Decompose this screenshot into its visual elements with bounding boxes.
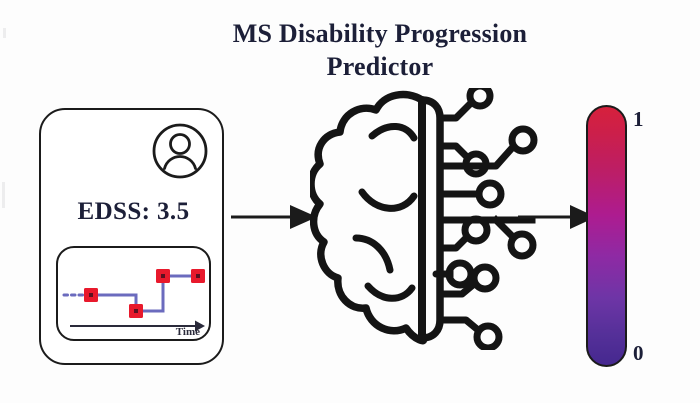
trajectory-markers xyxy=(84,269,205,318)
time-axis-label: Time xyxy=(175,326,200,338)
colorbar-min-label: 0 xyxy=(633,341,644,365)
circuit-traces xyxy=(432,88,538,350)
edge-artifact-top xyxy=(3,28,6,38)
trajectory-marker xyxy=(156,269,170,283)
title-line-1: MS Disability Progression xyxy=(232,19,528,48)
arrow-input-to-model xyxy=(231,205,317,229)
edge-artifact-mid xyxy=(2,182,5,208)
brain-circuit-icon xyxy=(310,88,538,350)
title-line-2: Predictor xyxy=(326,51,434,81)
trajectory-marker xyxy=(84,288,98,302)
edss-score-label: EDSS: 3.5 xyxy=(77,198,190,225)
trajectory-step-line xyxy=(91,274,198,313)
time-axis-arrow xyxy=(70,320,205,332)
arrow-model-to-output xyxy=(518,205,596,229)
edss-trajectory-chart: Time xyxy=(56,246,211,341)
edss-step-plot-svg xyxy=(62,269,205,332)
colorbar-gradient xyxy=(586,105,627,367)
patient-input-card: EDSS: 3.5 xyxy=(39,108,224,365)
person-avatar-icon xyxy=(152,123,208,179)
risk-probability-colorbar: 1 0 xyxy=(586,105,644,367)
colorbar-max-label: 1 xyxy=(633,107,644,131)
figure-title: MS Disability Progression Predictor xyxy=(150,18,610,84)
trajectory-marker xyxy=(191,269,205,283)
trajectory-marker xyxy=(129,304,143,318)
